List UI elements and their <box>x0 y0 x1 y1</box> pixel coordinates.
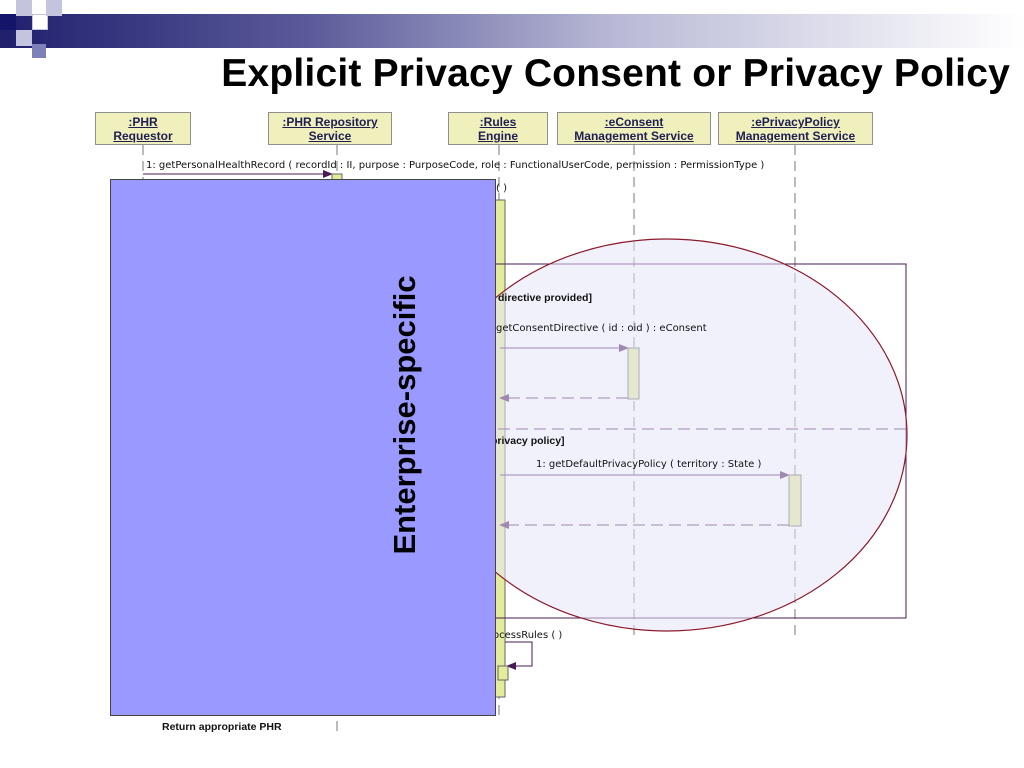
decor-square <box>32 44 46 58</box>
decor-square <box>16 30 32 46</box>
lifeline-label: Management Service <box>574 129 694 143</box>
header-gradient-band <box>0 14 1024 48</box>
activation-bar <box>497 665 509 681</box>
lifeline-phr-repository-service: :PHR Repository Service <box>268 112 392 145</box>
lifeline-label: :eConsent <box>604 115 664 129</box>
lifeline-eprivacypolicy-management-service: :ePrivacyPolicy Management Service <box>718 112 873 145</box>
slide-title: Explicit Privacy Consent or Privacy Poli… <box>221 52 1010 95</box>
lifeline-label: Requestor <box>113 129 173 143</box>
lifeline-label: :Rules <box>479 115 517 129</box>
enterprise-specific-overlay <box>110 179 496 716</box>
lifeline-label: :PHR <box>128 115 158 129</box>
lifeline-label: :PHR Repository <box>282 115 378 129</box>
message-label: 1: getDefaultPrivacyPolicy ( territory :… <box>536 459 762 470</box>
return-label: Return appropriate PHR <box>162 721 282 733</box>
decor-square <box>46 0 62 16</box>
enterprise-specific-label-wrap: Enterprise-specific <box>360 260 450 570</box>
lifeline-phr-requestor: :PHR Requestor <box>95 112 191 145</box>
alt-guard-label: privacy policy] <box>491 435 565 447</box>
lifeline-label: Service <box>308 129 352 143</box>
decor-square <box>16 0 32 16</box>
lifeline-rules-engine: :Rules Engine <box>448 112 548 145</box>
lifeline-label: :ePrivacyPolicy <box>751 115 840 129</box>
alt-guard-label: directive provided] <box>498 292 592 304</box>
message-label: 1: getPersonalHealthRecord ( recordId : … <box>146 160 765 171</box>
message-label: ( ) <box>496 183 507 194</box>
decor-square <box>32 14 48 30</box>
decor-square <box>0 14 16 30</box>
self-call-arrow <box>505 641 533 670</box>
lifeline-label: Management Service <box>735 129 856 143</box>
lifeline-econsent-management-service: :eConsent Management Service <box>557 112 711 145</box>
enterprise-specific-label: Enterprise-specific <box>387 275 422 555</box>
lifeline-label: Engine <box>477 129 518 143</box>
message-label: getConsentDirective ( id : oid ) : eCons… <box>496 323 707 334</box>
message-label: ocessRules ( ) <box>493 630 563 641</box>
